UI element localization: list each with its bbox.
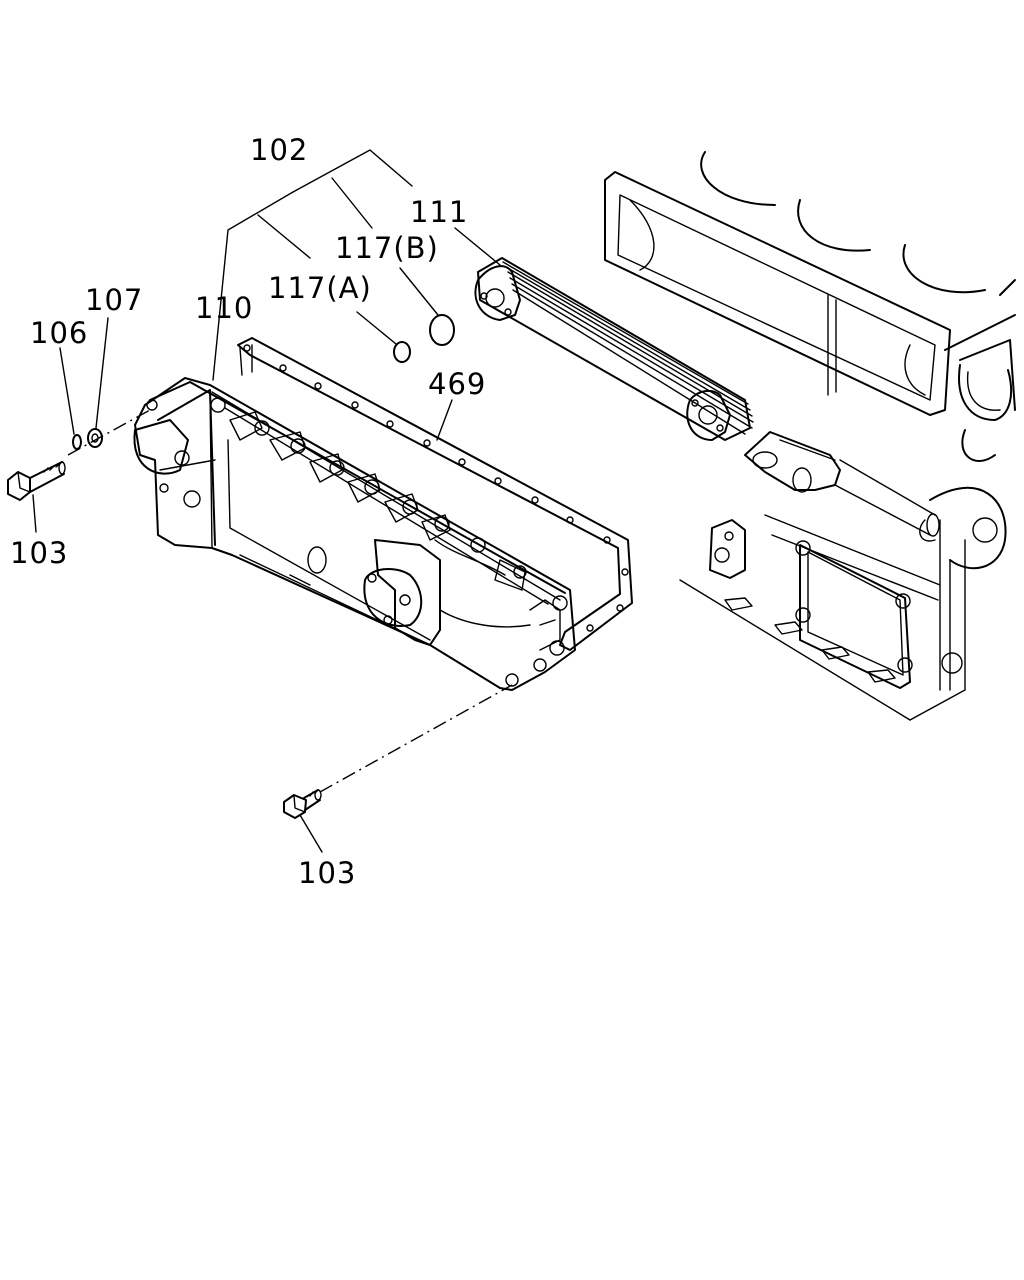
label-110: 110 bbox=[195, 291, 253, 325]
label-106: 106 bbox=[30, 316, 88, 350]
label-102: 102 bbox=[250, 133, 308, 167]
washer-107 bbox=[87, 428, 103, 448]
cooler-adapter-fitting bbox=[744, 431, 841, 493]
engine-block bbox=[604, 151, 1016, 721]
label-103-left: 103 bbox=[10, 536, 68, 570]
label-103-bottom: 103 bbox=[298, 856, 356, 890]
part-labels: 102 111 117(B) 117(A) 110 107 106 469 10… bbox=[10, 133, 486, 890]
label-107: 107 bbox=[85, 283, 143, 317]
label-469: 469 bbox=[428, 367, 486, 401]
leader-lines bbox=[32, 149, 501, 853]
gasket-holes bbox=[243, 344, 629, 632]
label-117a: 117(A) bbox=[268, 271, 372, 305]
centerline-bottom-bolt bbox=[319, 684, 513, 793]
oil-cooler-element-111 bbox=[474, 257, 754, 441]
bolt-103-bottom bbox=[283, 789, 322, 819]
bolt-103-left bbox=[7, 461, 66, 501]
gasket-469 bbox=[237, 337, 633, 651]
oil-cooler-cover-110 bbox=[133, 377, 576, 691]
washer-106 bbox=[72, 434, 82, 450]
centerline-left-bolt bbox=[67, 409, 151, 456]
o-ring-117a bbox=[393, 341, 411, 363]
o-ring-117b bbox=[429, 314, 455, 346]
label-117b: 117(B) bbox=[335, 231, 439, 265]
label-111: 111 bbox=[410, 195, 468, 229]
